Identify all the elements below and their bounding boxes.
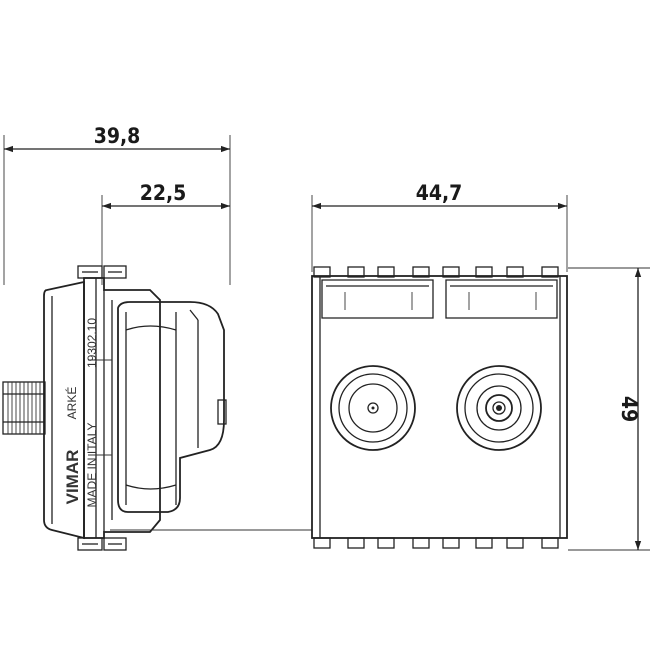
origin-label: MADE IN ITALY	[85, 423, 99, 508]
rd-socket-icon	[456, 365, 542, 451]
product-code-label: 19302.10	[85, 318, 99, 368]
height-label: 49	[617, 396, 641, 422]
front-view	[311, 266, 568, 549]
overall-depth-label: 39,8	[94, 124, 141, 148]
dimension-overall-depth: 39,8	[3, 124, 231, 285]
brand-label: VIMAR	[63, 450, 82, 505]
coax-connector-thread	[2, 381, 46, 435]
top-teeth	[313, 266, 559, 278]
dimension-front-depth: 22,5	[101, 181, 230, 285]
side-view: ARKÉ 19302.10 VIMAR MADE IN ITALY	[2, 265, 312, 551]
bottom-teeth	[313, 537, 559, 549]
width-label: 44,7	[416, 181, 463, 205]
label-window-right	[445, 279, 558, 319]
dimension-height: 49	[568, 267, 650, 551]
front-depth-label: 22,5	[140, 181, 187, 205]
tv-socket-icon	[330, 365, 416, 451]
series-label: ARKÉ	[64, 387, 79, 420]
dimension-width: 44,7	[311, 181, 568, 272]
label-window-left	[321, 279, 434, 319]
